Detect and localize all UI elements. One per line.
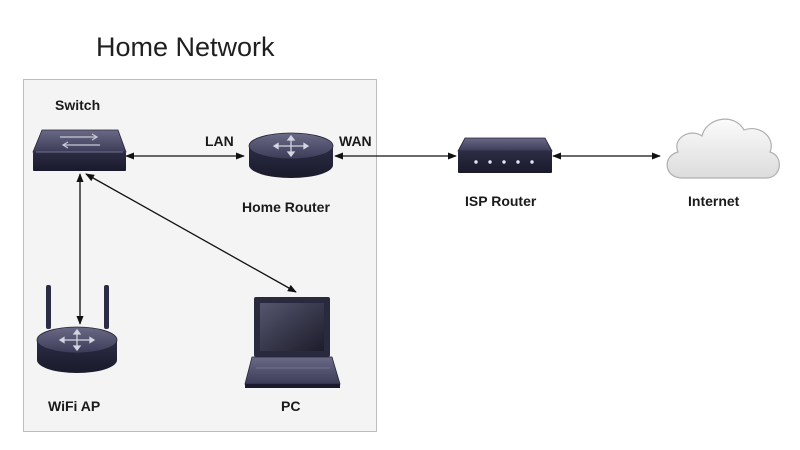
cloud-icon — [666, 118, 780, 179]
network-switch-icon — [32, 129, 127, 171]
pc-label: PC — [281, 398, 300, 414]
wan-label: WAN — [339, 133, 372, 149]
connections — [76, 152, 661, 325]
wifi-ap-label: WiFi AP — [48, 398, 100, 414]
laptop-icon — [244, 297, 341, 388]
diagram-title: Home Network — [96, 32, 275, 62]
isp-router-node[interactable]: ISP Router — [457, 137, 553, 209]
modem-icon — [457, 137, 553, 173]
wifi-ap-node[interactable]: WiFi AP — [36, 285, 118, 414]
router-icon — [248, 132, 334, 178]
pc-node[interactable]: PC — [244, 297, 341, 414]
connection-switch-pc — [85, 173, 297, 293]
home-router-label: Home Router — [242, 199, 330, 215]
internet-node[interactable]: Internet — [666, 118, 780, 209]
isp-router-label: ISP Router — [465, 193, 537, 209]
lan-label: LAN — [205, 133, 234, 149]
wireless-access-point-icon — [36, 285, 118, 373]
switch-node[interactable]: Switch — [32, 97, 127, 171]
internet-label: Internet — [688, 193, 740, 209]
home-router-node[interactable]: Home Router — [242, 132, 334, 215]
switch-label: Switch — [55, 97, 100, 113]
